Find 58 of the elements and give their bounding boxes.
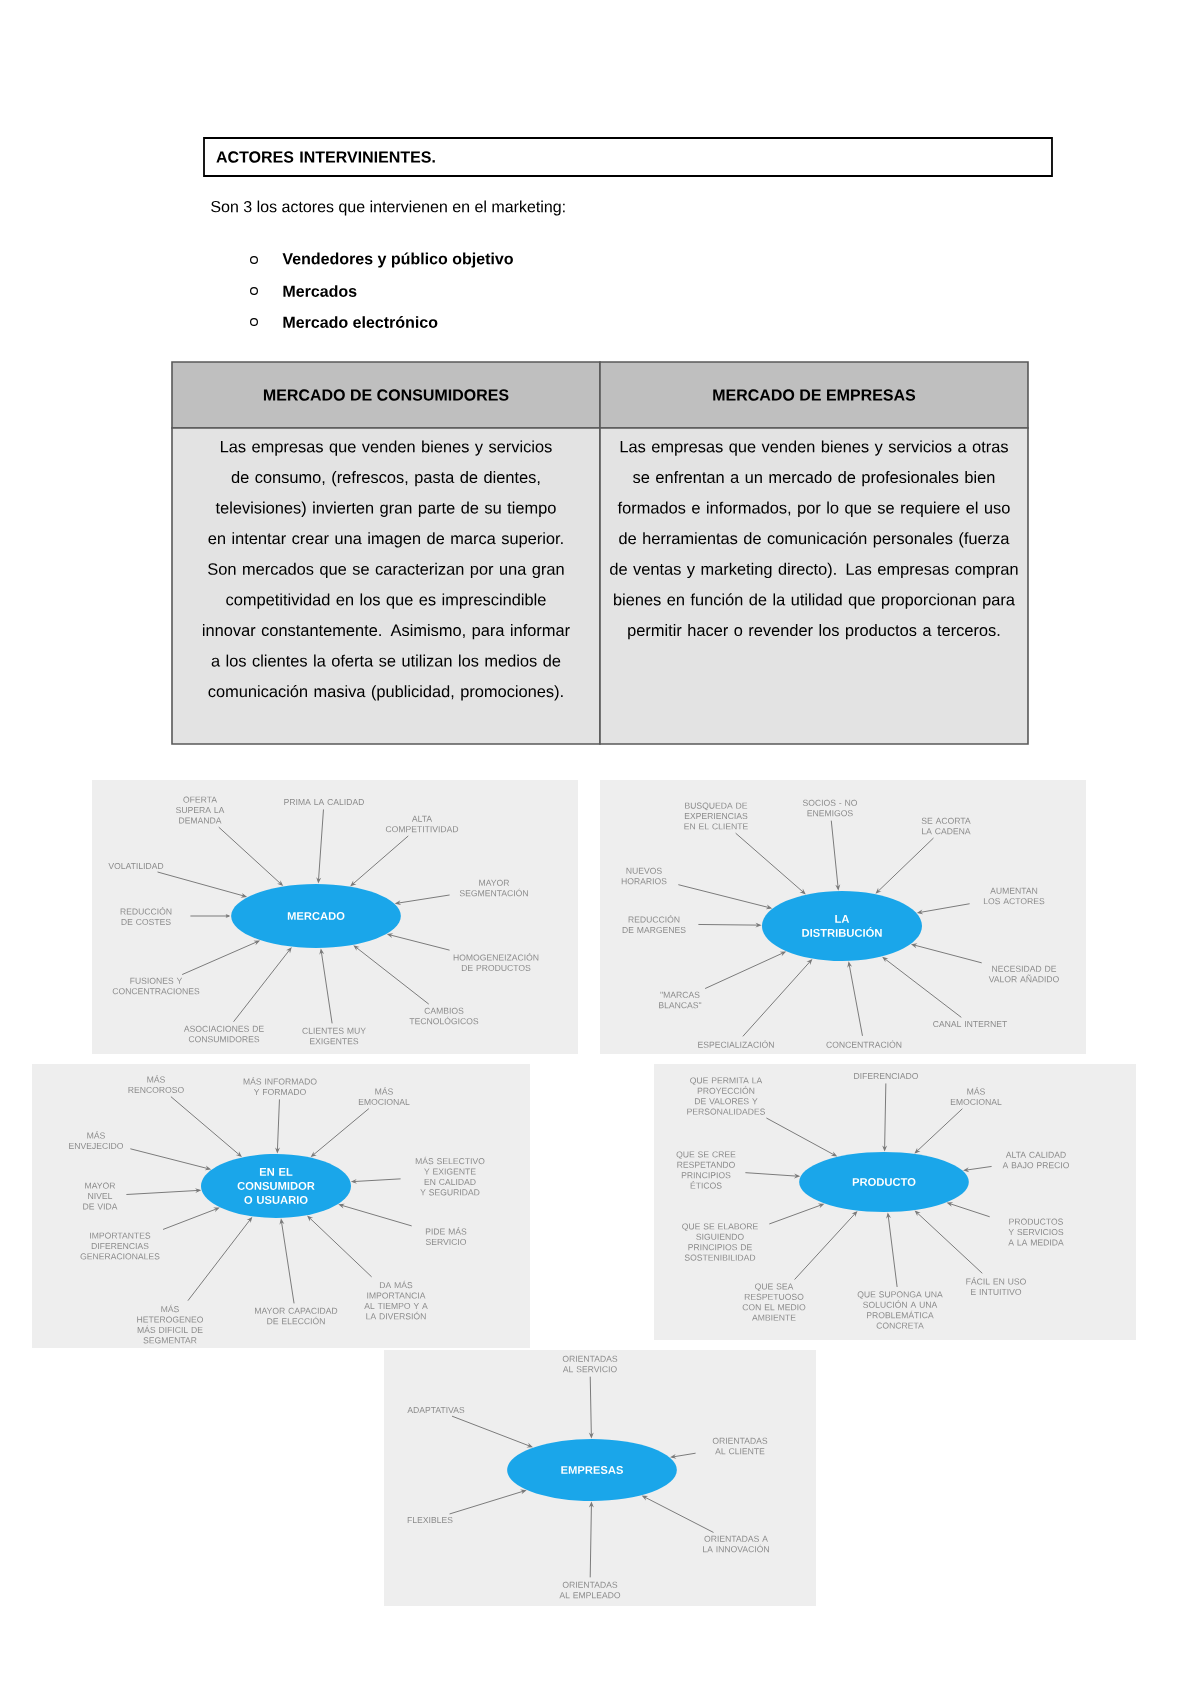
arrow <box>830 820 840 890</box>
arrow <box>744 1172 800 1178</box>
arrow <box>189 914 230 918</box>
arrow <box>915 1210 983 1274</box>
arrow <box>882 957 962 1018</box>
arrow <box>911 943 983 964</box>
arrow <box>125 1188 201 1195</box>
arrow <box>847 962 863 1037</box>
arrow <box>704 951 786 990</box>
arrow <box>353 945 430 1005</box>
arrow <box>395 894 451 905</box>
arrow <box>917 903 971 914</box>
arrow <box>589 1376 594 1438</box>
arrow <box>307 1215 373 1278</box>
arrow <box>735 832 806 894</box>
arrow <box>170 1096 242 1157</box>
arrow <box>875 837 934 894</box>
arrow <box>768 1203 824 1225</box>
arrow <box>886 1213 898 1288</box>
arrow <box>451 1415 533 1448</box>
arrow <box>387 933 451 951</box>
arrow <box>129 1148 211 1171</box>
table-cell: Las empresas que venden bienes y servicios de consumo, (refrescos, pasta de dientes, televisiones) invierten gran parte de su tiempo en intentar crear una imagen de marca superior. Son mercados que se caracterizan por una gran competitividad en los que es imprescindible innovar constantemente. Asimismo, para informar a los clientes la oferta se utilizan los medios de comunicación masiva (publicidad, promociones). <box>171 427 601 745</box>
title-box: ACTORES INTERVINIENTES. <box>203 137 1053 177</box>
table-header-cell: MERCADO DE CONSUMIDORES <box>171 361 601 429</box>
table-cell: Las empresas que venden bienes y servicios a otras se enfrentan a un mercado de profesionales bien formados e informados, por lo que se requiere el uso de herramientas de comunicación personales (fuerza de ventas y marketing directo). Las empresas compran bienes en función de la utilidad que proporcionan para permitir hacer o revender los productos a terceros. <box>599 427 1029 745</box>
arrow <box>157 871 247 898</box>
bullet-text: Mercado electrónico <box>283 316 438 328</box>
arrow <box>670 1452 697 1459</box>
arrow <box>697 923 761 927</box>
arrow <box>187 1217 253 1302</box>
arrow <box>947 1202 991 1218</box>
arrow <box>963 1165 993 1172</box>
arrow <box>742 959 812 1037</box>
arrow <box>316 808 324 883</box>
bullet-text: Mercados <box>283 285 357 297</box>
arrow <box>449 1489 526 1515</box>
arrow <box>162 1207 220 1230</box>
arrow <box>279 1219 295 1304</box>
arrow <box>275 1098 280 1153</box>
arrow <box>642 1495 714 1533</box>
table-header-cell: MERCADO DE EMPRESAS <box>599 361 1029 429</box>
arrow <box>677 884 772 910</box>
arrow <box>181 940 260 976</box>
arrow <box>351 1178 402 1184</box>
arrow <box>350 835 409 886</box>
arrow <box>311 1108 370 1157</box>
bullet-text: Vendedores y público objetivo <box>282 252 513 268</box>
arrow <box>218 826 283 886</box>
arrow <box>589 1502 594 1578</box>
arrow <box>914 1108 963 1154</box>
arrow <box>794 1211 858 1281</box>
arrow <box>233 947 292 1023</box>
arrow <box>882 1082 887 1151</box>
arrow <box>339 1203 413 1227</box>
intro-text: Son 3 los actores que intervienen en el marketing: <box>211 200 565 216</box>
arrow <box>319 949 333 1024</box>
arrow <box>765 1117 837 1157</box>
